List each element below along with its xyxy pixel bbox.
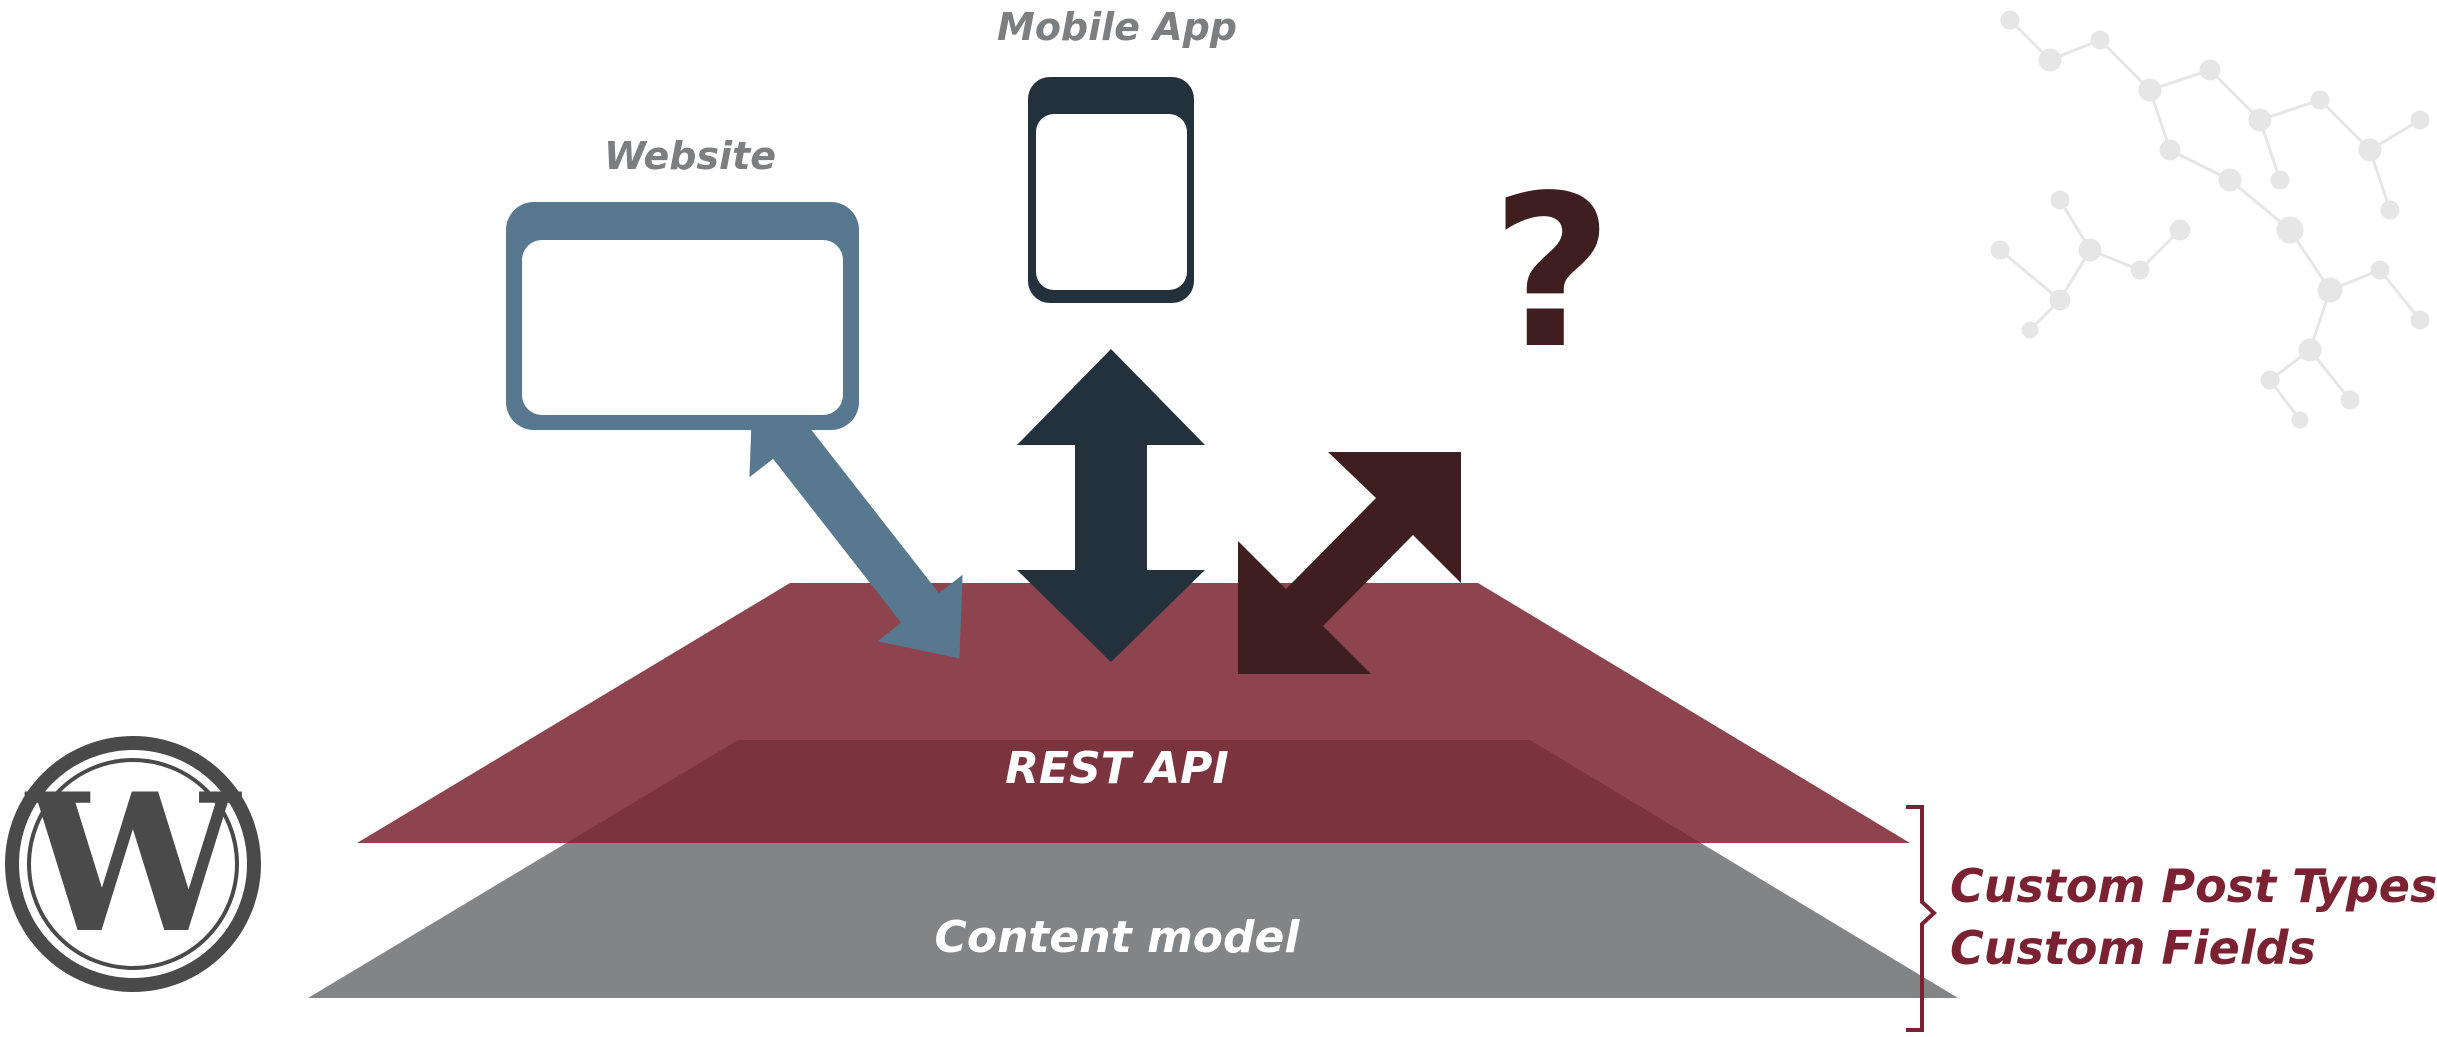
unknown-api-arrow — [1238, 452, 1461, 674]
mobile-app-label: Mobile App — [997, 5, 1237, 49]
callout-bracket — [1906, 805, 1937, 1032]
svg-text:W: W — [24, 752, 242, 975]
rest-api-label: REST API — [1005, 743, 1229, 794]
content-model-label: Content model — [935, 912, 1301, 963]
custom-post-types-label: Custom Post Types — [1950, 859, 2437, 913]
molecule-decoration — [1990, 10, 2430, 429]
wordpress-logo-icon: W — [5, 736, 261, 992]
rest-api-layer — [357, 583, 1910, 843]
custom-fields-label: Custom Fields — [1950, 921, 2316, 975]
mobile-api-arrow — [1017, 349, 1205, 662]
website-window-icon — [506, 202, 859, 430]
website-api-arrow — [749, 393, 963, 659]
mobile-phone-icon — [1028, 77, 1194, 303]
question-mark-icon: ? — [1491, 150, 1613, 395]
website-label: Website — [604, 134, 776, 178]
